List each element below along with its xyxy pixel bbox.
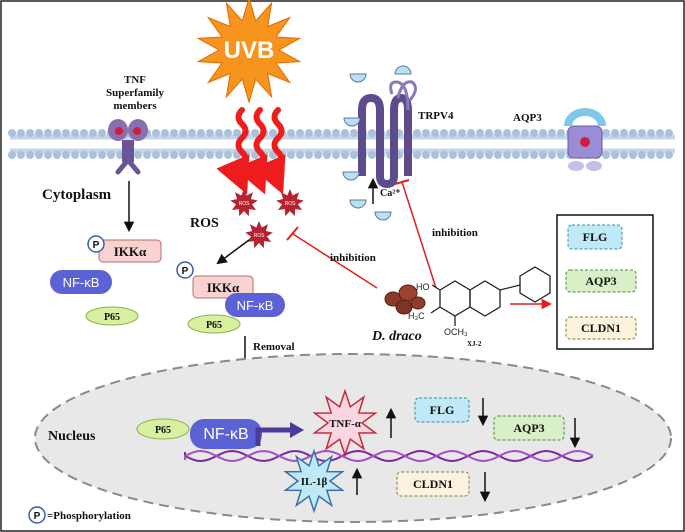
nucleus-cldn1-label: CLDN1 [413,477,453,491]
left-p-label: P [93,240,100,251]
uvb-label: UVB [224,37,275,64]
svg-text:ROS: ROS [285,201,297,207]
cytoplasm-label: Cytoplasm [42,187,112,203]
nucleus-nfkb-label: NF-κB [203,426,248,443]
center-nfkb-label: NF-κB [237,298,274,313]
removal-label: Removal [253,341,295,353]
inhibition-left-label: inhibition [330,252,376,264]
left-nfkb-label: NF-κB [63,275,100,290]
tnf-alpha-marker: TNF-α [312,388,378,458]
ros-to-ikk-arrow [216,239,250,265]
nucleus-aqp3-box [493,415,565,441]
trpv4-label: TRPV4 [418,110,454,122]
tnf-alpha-label: TNF-α [329,418,362,430]
nucleus-flg-label: FLG [430,403,455,417]
legend-p-label: P [34,511,41,522]
atom-och3: OCH₃ [444,327,468,337]
nucleus-p65-label: P65 [155,425,171,436]
il1b-label: IL-1β [301,476,328,488]
svg-text:ROS: ROS [254,233,266,239]
ros-label: ROS [190,216,219,231]
box-marker-cldn1: CLDN1 [581,321,621,335]
center-ikk-label: IKKα [207,280,240,295]
aqp3-channel-label: AQP3 [513,112,542,124]
center-p65-label: P65 [206,320,222,331]
nucleus-cldn1-box [396,471,470,497]
tnf-receptor: TNF Superfamily members [106,74,165,175]
nucleus-aqp3-label: AQP3 [513,421,544,435]
species-label: D. draco [371,329,422,344]
marker-box: FLG AQP3 CLDN1 [556,214,654,350]
box-marker-aqp3: AQP3 [585,274,616,288]
xj2-structure [430,266,551,326]
tnf-label-line3: members [113,100,157,112]
aqp3-channel: AQP3 [513,108,606,171]
trpv4-channel: TRPV4 Ca²⁺ [342,65,454,221]
nucleus-flg-box [414,397,470,423]
left-p65-label: P65 [104,312,120,323]
phosphorylation-legend: P =Phosphorylation [28,506,131,524]
atom-ho: HO [416,282,430,292]
tnf-label-line2: Superfamily [106,87,165,99]
calcium-label: Ca²⁺ [380,188,401,199]
box-marker-flg: FLG [583,230,608,244]
dragons-blood-resin [384,284,426,315]
atom-h3c: H₃C [408,311,425,321]
inhibition-right-label: inhibition [432,227,478,239]
ros-particles: ROS ROS ROS [230,189,304,249]
il1b-marker: IL-1β [283,448,345,514]
inhibition-left: inhibition [286,226,378,289]
dna-helix [184,449,594,463]
uvb-starburst: UVB [196,0,302,104]
left-ikk-label: IKKα [114,244,147,259]
left-ikk-complex: IKKα P NF-κB P65 [50,235,162,326]
svg-text:ROS: ROS [239,201,251,207]
legend-text: =Phosphorylation [47,510,131,522]
nuclear-nfkb-complex: P65 NF-κB [136,418,304,449]
uv-rays [216,107,286,195]
tnf-label-line1: TNF [124,74,146,86]
center-ikk-complex: P IKKα NF-κB P65 [176,261,285,334]
compound-label: XJ-2 [467,340,482,348]
nucleus-label: Nucleus [48,429,96,444]
inhibition-right: inhibition [394,179,478,289]
center-p-label: P [182,266,189,277]
